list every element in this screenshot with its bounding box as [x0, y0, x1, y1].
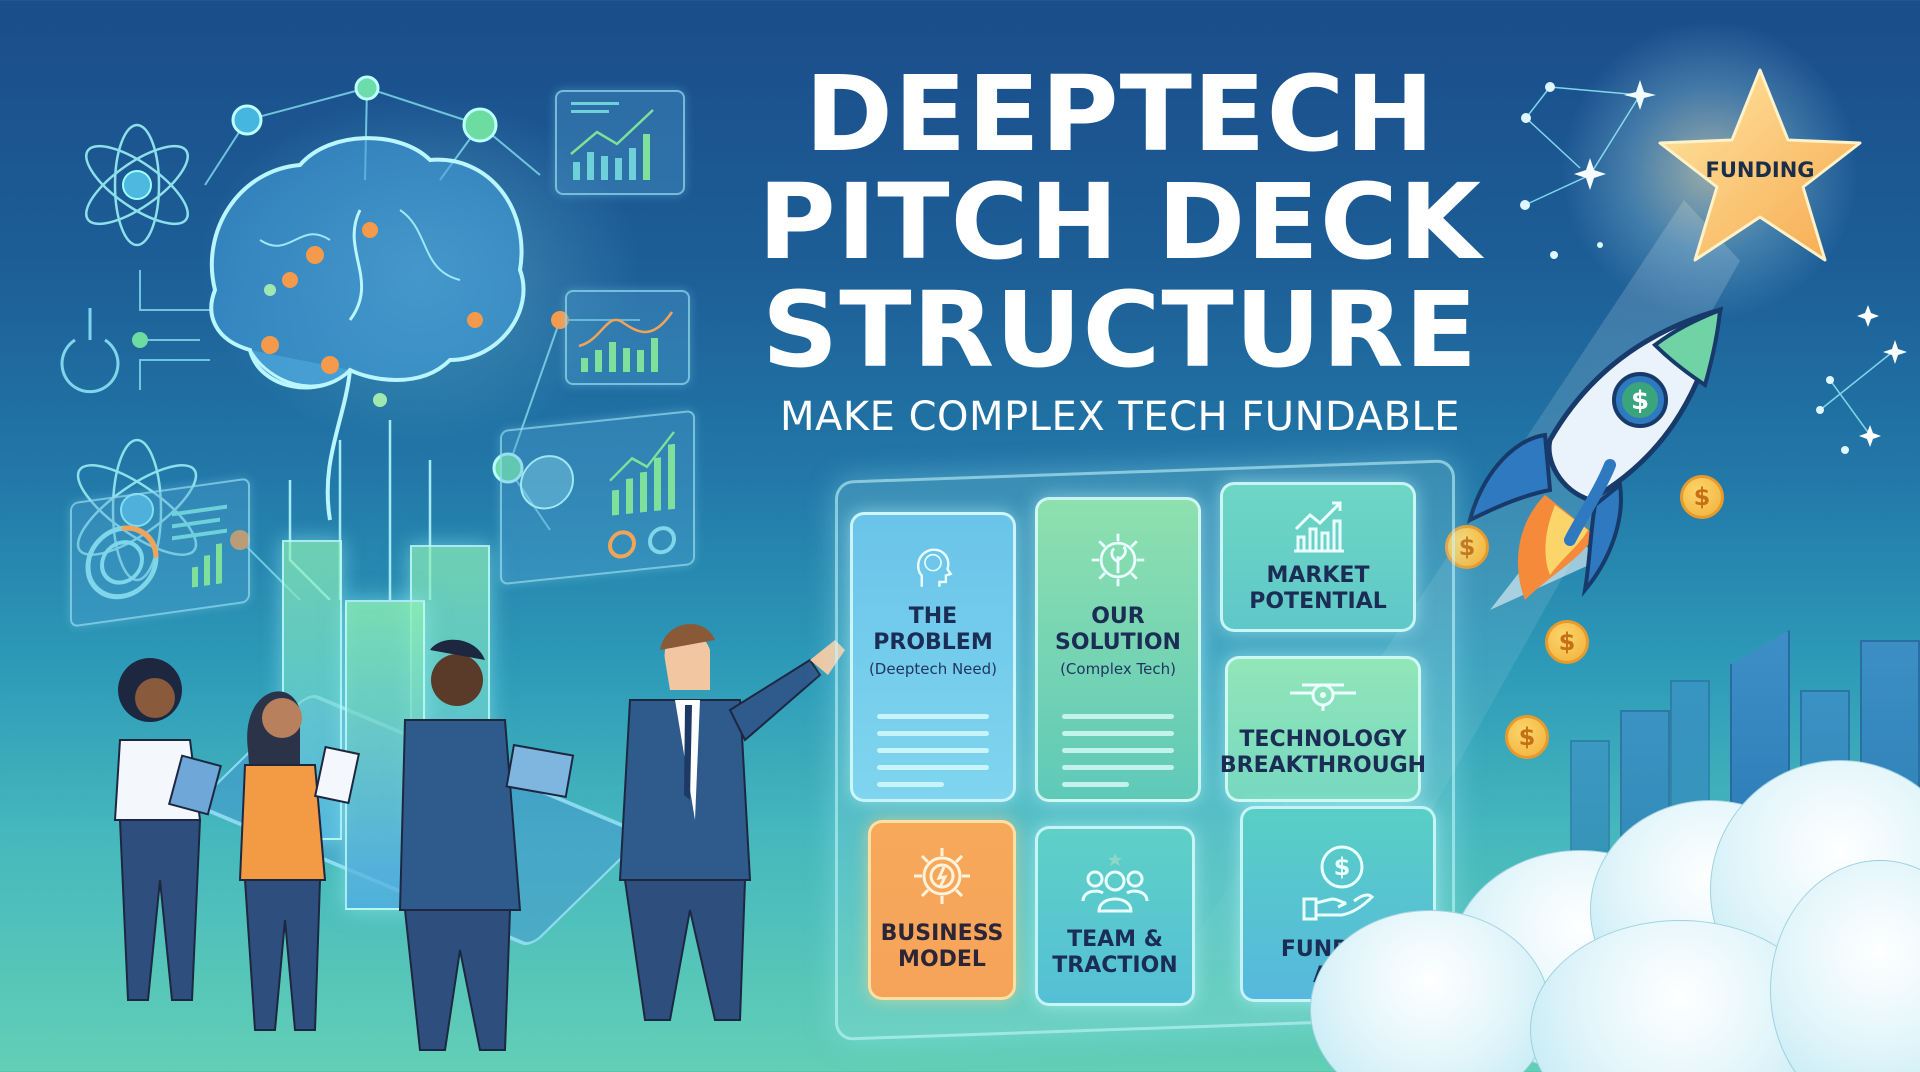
funding-star-label: FUNDING — [1705, 158, 1815, 182]
text-placeholder-lines — [877, 714, 989, 799]
growth-chart-icon — [1294, 501, 1344, 553]
card-subtitle: (Complex Tech) — [1060, 660, 1176, 678]
title-line-3: STRUCTURE — [761, 269, 1479, 391]
team-icon — [1081, 853, 1149, 913]
card-title: TECHNOLOGY — [1239, 727, 1407, 752]
card-subtitle: (Deeptech Need) — [868, 660, 998, 678]
dashboard-ring-chart — [70, 477, 250, 628]
card-business-model[interactable]: BUSINESS MODEL — [868, 820, 1016, 1000]
brain-head-icon — [916, 548, 953, 587]
gear-compass-icon — [914, 848, 970, 904]
card-the-problem[interactable]: THE PROBLEM (Deeptech Need) — [850, 512, 1016, 802]
circuit-node-icon — [1290, 683, 1356, 711]
gear-leaf-icon — [1091, 533, 1145, 587]
card-market-potential[interactable]: MARKET POTENTIAL — [1220, 482, 1416, 632]
svg-text:$: $ — [1334, 853, 1351, 881]
text-placeholder-lines — [1062, 714, 1174, 799]
people-illustration — [113, 623, 845, 1051]
person-woman-tablet — [113, 658, 223, 1001]
card-title: POTENTIAL — [1249, 589, 1387, 614]
coin-icon: $ — [1680, 475, 1724, 519]
title-line-1: DEEPTECH — [804, 53, 1436, 175]
title-line-2: PITCH DECK — [758, 161, 1482, 283]
brain-network-illustration — [60, 75, 640, 600]
card-title: SOLUTION — [1055, 630, 1181, 655]
title-block: DEEPTECH PITCH DECK STRUCTURE MAKE COMPL… — [758, 60, 1481, 440]
card-title: MARKET — [1266, 563, 1370, 588]
person-woman-document — [238, 691, 361, 1031]
clouds — [1150, 760, 1920, 1072]
card-title: THE — [908, 604, 958, 629]
coin-icon: $ — [1545, 620, 1589, 664]
svg-text:$: $ — [1631, 386, 1649, 416]
card-title: BREAKTHROUGH — [1219, 753, 1427, 778]
hand-coin-icon: $ — [1302, 845, 1374, 921]
card-title: TRACTION — [1052, 953, 1178, 978]
person-man-laptop — [398, 639, 575, 1051]
subtitle: MAKE COMPLEX TECH FUNDABLE — [780, 394, 1460, 440]
coin-icon: $ — [1505, 715, 1549, 759]
card-title: OUR — [1091, 604, 1145, 629]
coin-icon: $ — [1445, 525, 1489, 569]
card-technology-breakthrough[interactable]: TECHNOLOGY BREAKTHROUGH — [1220, 656, 1426, 802]
funding-star-icon — [1658, 68, 1862, 262]
dashboard-bar-chart — [555, 90, 685, 195]
card-title: MODEL — [898, 947, 986, 972]
rocket-icon: $ — [1467, 306, 1724, 610]
card-team-traction[interactable]: TEAM & TRACTION — [1035, 826, 1195, 1006]
person-man-presenting — [618, 623, 845, 1021]
card-title: TEAM & — [1067, 927, 1163, 952]
dashboard-brain-chart — [500, 409, 695, 586]
card-our-solution[interactable]: OUR SOLUTION (Complex Tech) — [1035, 497, 1201, 802]
dashboard-line-chart — [565, 290, 690, 385]
card-title: BUSINESS — [880, 921, 1004, 946]
card-title: PROBLEM — [873, 630, 993, 655]
